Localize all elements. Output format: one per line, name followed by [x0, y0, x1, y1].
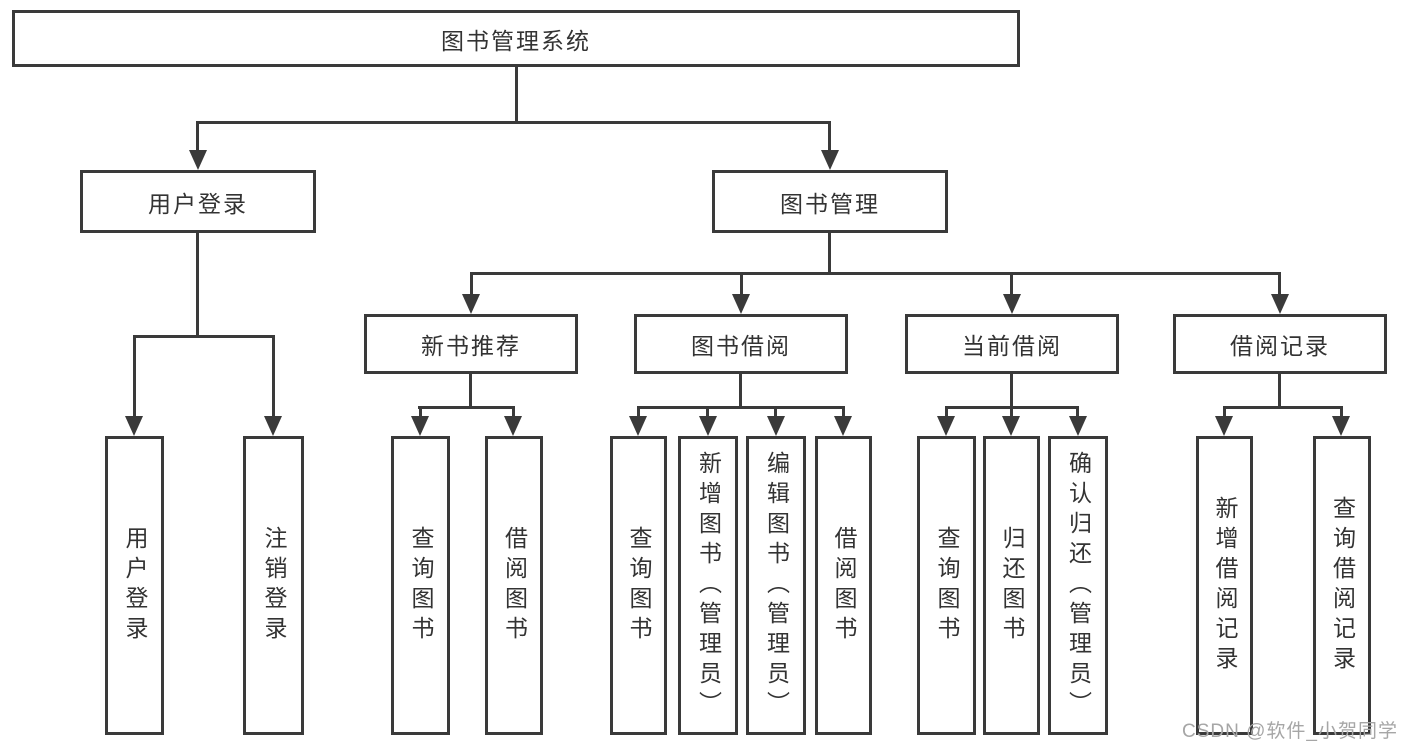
- node-borrowing-records: 借阅记录: [1173, 314, 1387, 374]
- arrow-down-icon: [1215, 416, 1233, 436]
- watermark-text: CSDN @软件_小贺同学: [1182, 721, 1398, 742]
- connector-drop-leaf: [133, 335, 136, 420]
- arrow-down-icon: [732, 294, 750, 314]
- leaf-query-borrow-record: 查询借阅记录: [1313, 436, 1371, 735]
- leaf-edit-books-admin: 编辑图书（管理员）: [746, 436, 806, 735]
- connector-drop-leaf: [512, 406, 515, 420]
- connector-drop-leaf: [945, 406, 948, 420]
- arrow-down-icon: [699, 416, 717, 436]
- arrow-down-icon: [1003, 294, 1021, 314]
- connector-drop-leaf: [1340, 406, 1343, 420]
- arrow-down-icon: [1069, 416, 1087, 436]
- leaf-query-books-current: 查询图书: [917, 436, 976, 735]
- leaf-borrow-books-borrowing: 借阅图书: [815, 436, 872, 735]
- connector-drop-leaf: [1223, 406, 1226, 420]
- arrow-down-icon: [937, 416, 955, 436]
- connector-drop-leaf: [1076, 406, 1079, 420]
- connector-bar: [637, 406, 844, 409]
- connector-drop-level3: [740, 272, 743, 298]
- arrow-down-icon: [1332, 416, 1350, 436]
- connector-drop-leaf: [842, 406, 845, 420]
- connector-stem: [469, 374, 472, 408]
- connector-bar: [1223, 406, 1342, 409]
- arrow-down-icon: [834, 416, 852, 436]
- connector-drop-leaf: [1010, 406, 1013, 420]
- node-new-book-recommendation: 新书推荐: [364, 314, 578, 374]
- arrow-down-icon: [1271, 294, 1289, 314]
- connector-drop-leaf: [637, 406, 640, 420]
- leaf-borrow-books-recommend: 借阅图书: [485, 436, 543, 735]
- arrow-down-icon: [504, 416, 522, 436]
- connector-stem: [1278, 374, 1281, 408]
- connector-book-management-bar: [470, 272, 1280, 275]
- arrow-down-icon: [264, 416, 282, 436]
- arrow-down-icon: [189, 150, 207, 170]
- arrow-down-icon: [1002, 416, 1020, 436]
- arrow-down-icon: [821, 150, 839, 170]
- arrow-down-icon: [629, 416, 647, 436]
- leaf-user-login: 用户登录: [105, 436, 164, 735]
- arrow-down-icon: [462, 294, 480, 314]
- leaf-return-books: 归还图书: [983, 436, 1040, 735]
- arrow-down-icon: [411, 416, 429, 436]
- connector-stem: [739, 374, 742, 408]
- connector-drop-leaf: [419, 406, 422, 420]
- connector-bar: [418, 406, 515, 409]
- arrow-down-icon: [125, 416, 143, 436]
- connector-user-login-stem: [196, 233, 199, 337]
- node-user-login: 用户登录: [80, 170, 316, 233]
- leaf-add-borrow-record: 新增借阅记录: [1196, 436, 1253, 735]
- node-book-borrowing: 图书借阅: [634, 314, 848, 374]
- connector-drop-user-login: [196, 121, 199, 152]
- leaf-add-books-admin: 新增图书（管理员）: [678, 436, 738, 735]
- connector-root-bar: [196, 121, 831, 124]
- arrow-down-icon: [767, 416, 785, 436]
- connector-drop-leaf: [272, 335, 275, 420]
- leaf-query-books-borrowing: 查询图书: [610, 436, 667, 735]
- connector-drop-book-management: [828, 121, 831, 152]
- node-current-borrowing: 当前借阅: [905, 314, 1119, 374]
- connector-root-stem: [515, 66, 518, 124]
- connector-drop-leaf: [774, 406, 777, 420]
- connector-user-login-bar: [133, 335, 275, 338]
- connector-drop-level3: [1278, 272, 1281, 298]
- connector-drop-level3: [1010, 272, 1013, 298]
- connector-book-management-stem: [828, 233, 831, 274]
- leaf-confirm-return-admin: 确认归还（管理员）: [1048, 436, 1108, 735]
- node-library-management-system: 图书管理系统: [12, 10, 1020, 67]
- connector-drop-level3: [470, 272, 473, 298]
- connector-stem: [1010, 374, 1013, 408]
- leaf-logout: 注销登录: [243, 436, 304, 735]
- connector-drop-leaf: [706, 406, 709, 420]
- leaf-query-books-recommend: 查询图书: [391, 436, 450, 735]
- node-book-management: 图书管理: [712, 170, 948, 233]
